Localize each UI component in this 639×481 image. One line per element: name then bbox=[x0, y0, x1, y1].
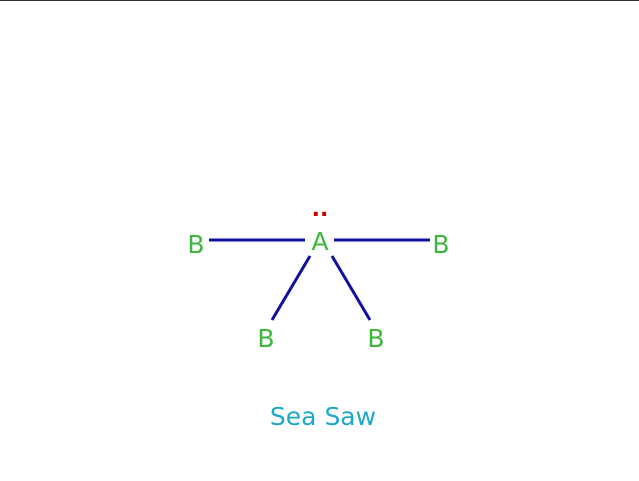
bond-lower-right bbox=[330, 255, 372, 321]
bond-lower-left bbox=[270, 255, 312, 321]
top-border bbox=[0, 0, 639, 1]
ligand-left-label: B bbox=[187, 230, 204, 259]
shape-name-caption: Sea Saw bbox=[270, 402, 376, 431]
central-atom-label: A bbox=[311, 227, 328, 256]
ligand-lower-left-label: B bbox=[257, 324, 274, 353]
lone-pair-dots: .. bbox=[312, 197, 329, 222]
ligand-lower-right-label: B bbox=[367, 324, 384, 353]
ligand-right-label: B bbox=[432, 230, 449, 259]
